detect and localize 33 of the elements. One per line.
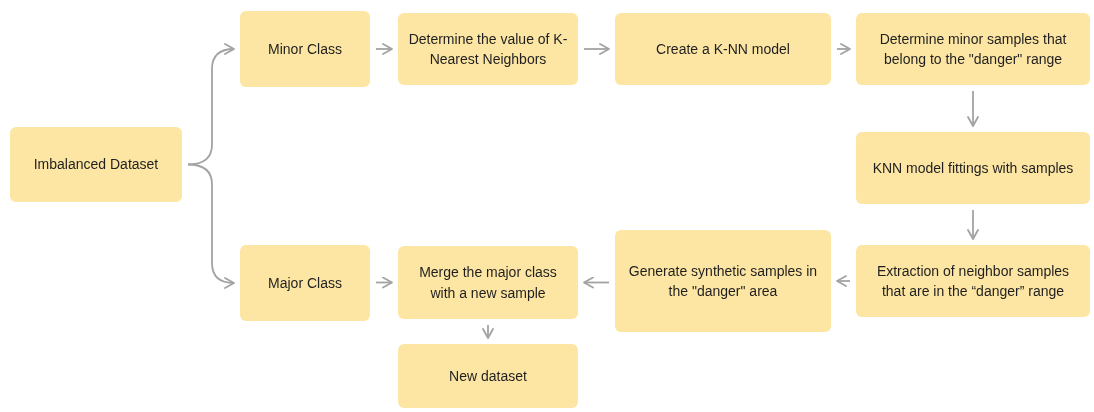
process-box	[398, 13, 578, 85]
arrow	[375, 43, 393, 55]
arrow	[836, 43, 851, 55]
arrow	[375, 276, 393, 289]
arrow	[836, 275, 851, 287]
arrow	[583, 43, 610, 55]
box-label: Determine the value of K-Nearest Neighbors	[407, 29, 569, 69]
process-box	[615, 13, 831, 85]
box-label: Determine minor samples that belong to the "danger" range	[878, 29, 1068, 69]
box-label: Extraction of neighbor samples that are in the “danger” range	[875, 261, 1071, 301]
arrow	[482, 324, 494, 339]
box-label: Merge the major class with a new sample	[418, 263, 558, 303]
process-box	[398, 344, 578, 408]
process-box	[240, 11, 370, 87]
box-label: Minor Class	[268, 39, 342, 59]
box-label: KNN model fittings with samples	[872, 158, 1074, 178]
box-label: Imbalanced Dataset	[33, 155, 159, 175]
arrow	[187, 43, 235, 166]
process-box	[615, 230, 831, 332]
process-box	[856, 245, 1090, 317]
process-box	[398, 246, 578, 319]
arrow	[187, 163, 235, 289]
box-label: Generate synthetic samples in the "danger" area	[627, 261, 819, 301]
process-box	[856, 132, 1090, 204]
box-label: Create a K-NN model	[656, 39, 790, 59]
process-box	[856, 13, 1090, 85]
process-box	[240, 245, 370, 321]
arrow	[583, 276, 610, 289]
arrow	[967, 209, 979, 240]
box-label: Major Class	[268, 273, 342, 293]
arrow	[967, 90, 979, 127]
box-label: New dataset	[449, 366, 527, 386]
process-box	[10, 127, 182, 202]
